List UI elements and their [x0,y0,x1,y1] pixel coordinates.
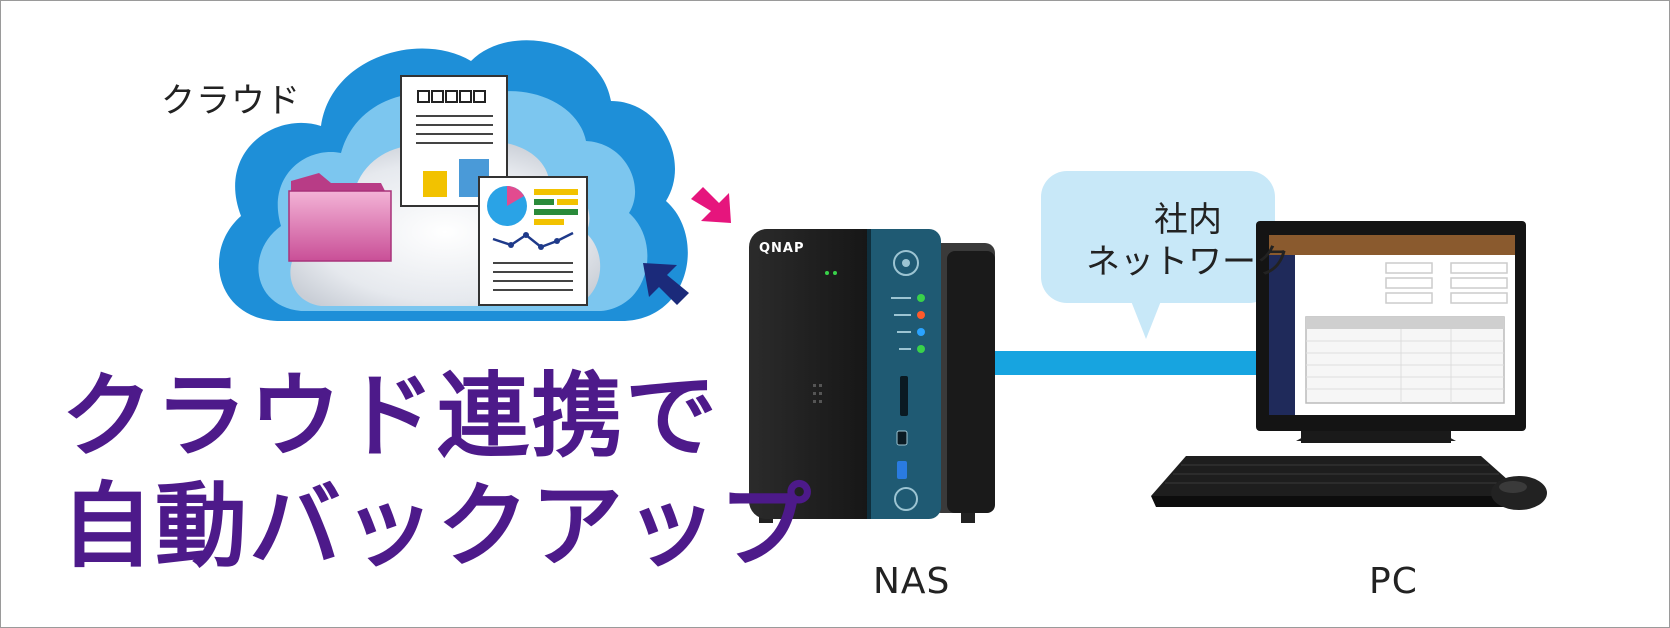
nas-label: NAS [873,561,950,602]
mouse-icon [1491,476,1547,510]
network-connection-line [991,351,1256,375]
report-document-icon [479,177,587,305]
upload-arrow-icon [691,187,731,223]
network-label-line-2: ネットワーク [1063,241,1313,283]
network-label: 社内 ネットワーク [1063,199,1313,283]
headline-line-1: クラウド連携で [61,361,813,471]
network-label-line-1: 社内 [1063,199,1313,241]
headline-line-2: 自動バックアップ [61,471,813,581]
headline: クラウド連携で 自動バックアップ [61,361,813,581]
nas-brand-logo: QNAP [759,241,805,256]
keyboard-icon [1151,456,1526,507]
cloud-label: クラウド [161,73,301,122]
pc-label: PC [1369,561,1418,602]
folder-icon [289,173,391,261]
